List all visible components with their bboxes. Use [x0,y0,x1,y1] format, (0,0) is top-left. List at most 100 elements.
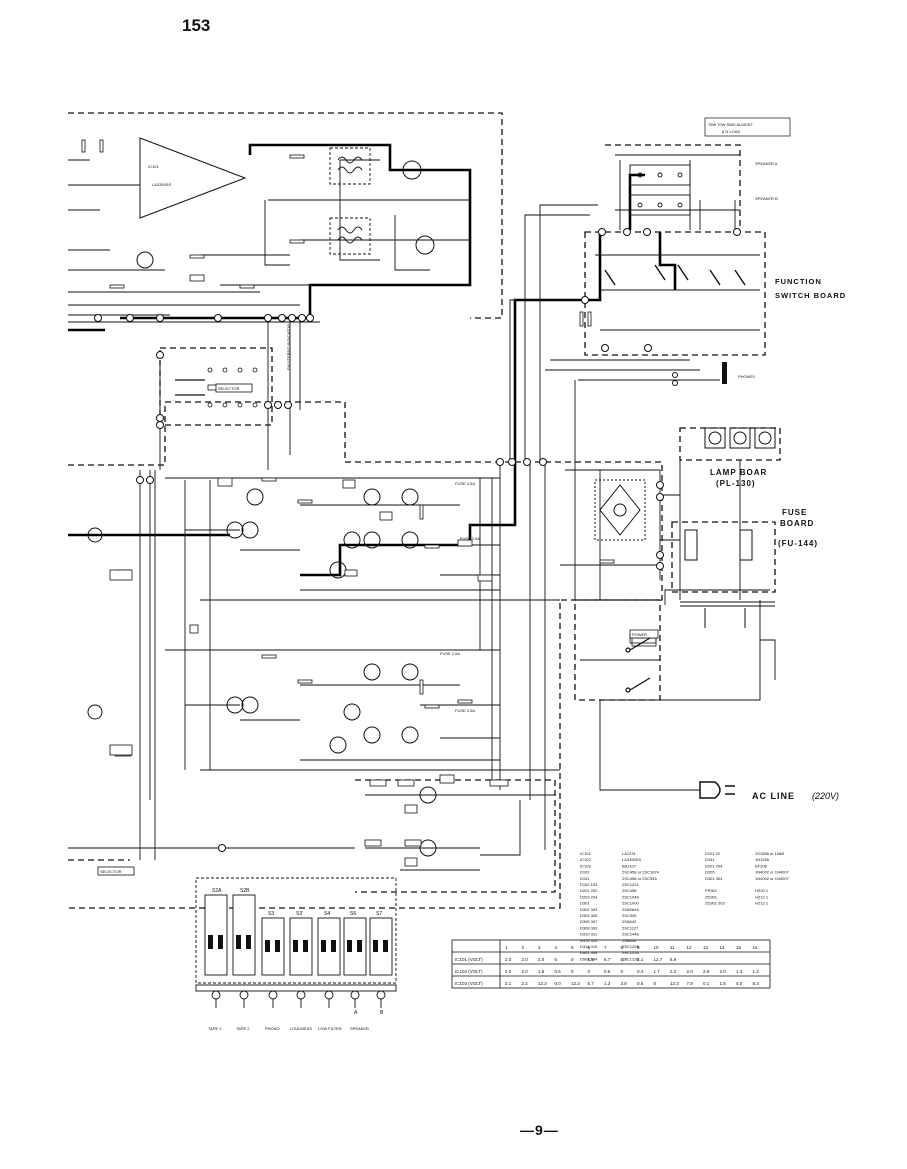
voltage-table-cell: 3.8 [621,981,628,986]
voltage-table-cell: 0 [555,957,558,962]
output-note-1: 75W 70W RMS ALMOST [708,122,753,127]
voltage-table-header-cell: 11 [670,945,675,950]
parts-list-col1-item: D306 307 [580,919,598,924]
voltage-table-cell: 0 [588,969,591,974]
parts-list-col2-item: 2SC1048 [622,894,639,899]
parts-list-col2-item: 2SC458 [622,888,637,893]
voltage-table-grid [451,939,771,989]
parts-list-col1-item: D312 313 [580,938,598,943]
voltage-table-cell: IC102 (VOLT) [455,969,483,974]
parts-list-col1-item: D301 [580,901,590,906]
voltage-table-cell: 0.1 [703,981,710,986]
parts-list-col1-item: D201 202 [580,888,598,893]
parts-list-col3-item: FR301 [705,888,718,893]
parts-list-col3-item: D101 02 [705,851,721,856]
power-transformer [594,479,775,628]
voltage-table-cell: 2.0 [720,969,727,974]
selector-label-lower: SELECTOR [100,869,122,874]
parts-list-col1-item: IC102 [580,857,591,862]
voltage-table-cell: 0.0 [555,981,562,986]
parts-list-col1-item: D152 153 [580,882,598,887]
parts-list-col4-item: HZ20 1 [755,888,769,893]
switch-s2a-label: S2A [212,888,222,894]
voltage-table-cell: IC103 (VOLT) [455,981,483,986]
parts-list-col2-item: LA3350SS [622,857,641,862]
phono-label: PHONO [265,1026,280,1031]
footer-page-number: —9— [520,1122,559,1138]
parts-list-col2-item: 2SC1226 [622,950,639,955]
voltage-table-cell: 0 [571,957,574,962]
terminal-nodes [94,228,741,852]
mpx-ic [139,137,247,219]
parts-list-col2-item: 2SC458 or 2SC1674 [622,870,660,875]
parts-list-col4-item: HZ12 1 [755,894,769,899]
switch-s2b-label: S2B [240,888,250,894]
voltage-table-cell: 2.0 [522,957,529,962]
parts-list-col2-item: 2SA642 [622,919,637,924]
parts-list-col2-item: 2SC1127 [622,925,639,930]
ac-voltage-label: (220V) [812,791,839,801]
voltage-table-cell: 4.0 [736,981,743,986]
parts-list-col2-item: 2SA564A [622,907,639,912]
voltage-table-cell: 8.3 [753,981,760,986]
voltage-table-cell: 0.6 [637,981,644,986]
voltage-table-cell: 2.2 [522,981,529,986]
ic101-label: IC101 [148,164,159,169]
fuse-label-1: FUSE 2.5A [455,481,475,486]
voltage-table-cell: 2.0 [505,957,512,962]
low-filter-label: LOW FILTER [318,1026,342,1031]
voltage-table-header-cell: 15 [736,945,742,950]
phones-label: PHONES [738,374,755,379]
parts-list-col1-item: D310 311 [580,932,598,937]
parts-list-col1-item: D308 309 [580,925,598,930]
voltage-table-header-cell: 9 [637,945,640,950]
voltage-table-cell: 3.1 [505,981,512,986]
parts-list-col1-item: D151 [580,876,590,881]
parts-list-col1-item: D314 315 [580,944,598,949]
ac-line-label: AC LINE [752,791,795,801]
parts-list-col2-item: 2SC1226 [622,944,639,949]
parts-list-col3-item: D301 304 [705,876,723,881]
function-board-label-1: FUNCTION [775,277,822,286]
switch-s7-label: S7 [376,911,382,917]
function-board-label-2: SWITCH BOARD [775,291,846,300]
voltage-table-cell: 6.9 [588,957,595,962]
voltage-table-header-cell: 7 [604,945,607,950]
voltage-table-cell: 0.6 [604,969,611,974]
switch-s3p-label: S3' [296,911,303,917]
fuse-label-2: FUSE 2.5A [460,536,480,541]
parts-list-col3-item: ZD301 [705,894,718,899]
lamp-board-label: LAMP BOAR [710,468,767,477]
voltage-table-cell: 2.0 [522,969,529,974]
voltage-table-header-cell: 14 [720,945,726,950]
parts-list-col1-item: D302 303 [580,907,598,912]
push-switch-bank [195,877,397,1008]
parts-list-col1-item: IC101 [580,851,591,856]
voltage-table-cell: 1.6 [538,969,545,974]
speaker-terminals [629,164,691,216]
voltage-table-cell: 0.6 [555,969,562,974]
fuse-label-4: FUSE 2.5A [455,708,475,713]
parts-list-col2-item: 2SC1000 [622,901,639,906]
parts-list-col4-item: 1N4002 or 1N4007 [755,870,790,875]
coils [329,147,371,255]
speaker-term-a: A [354,1010,358,1016]
thin-wiring [68,154,776,871]
switch-s3-label: S3 [268,911,274,917]
board-outlines [68,112,781,909]
voltage-table-cell: 0 [571,969,574,974]
voltage-table-cell: 1.3 [604,981,611,986]
switch-s6-label: S6 [350,911,356,917]
voltage-table-header-cell: 8 [621,945,624,950]
voltage-table-cell: 5.1 [637,957,644,962]
parts-list-col1-item: IC103 [580,863,591,868]
voltage-table-header-cell: 10 [654,945,660,950]
parts-list-col3-item: D201 204 [705,863,723,868]
phones-jack-icon [722,362,727,384]
voltage-table-header-cell: 5 [571,945,574,950]
voltage-table-cell: 2.0 [505,969,512,974]
output-note-2: 8 Ω LOAD [722,129,740,134]
